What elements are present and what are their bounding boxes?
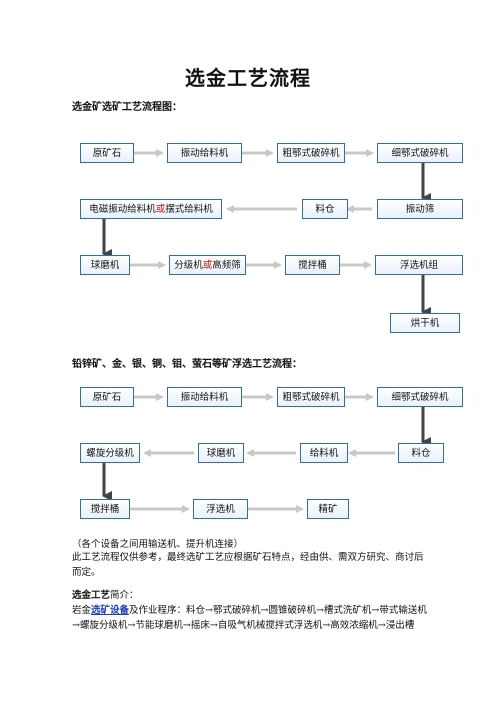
em-feeder-label-a: 电磁振动给料机	[89, 204, 156, 215]
intro-heading: 选金工艺简介：	[72, 588, 432, 603]
intro-heading-rest: 简介：	[110, 590, 139, 601]
intro-heading-bold: 选金工艺	[72, 590, 111, 601]
em-feeder-label-b: 摆式给料机	[165, 204, 213, 215]
box-concentrate: 精矿	[307, 499, 349, 519]
box-fine-jaw-crusher-2: 细鄂式破碎机	[377, 387, 463, 407]
box-ball-mill: 球磨机	[80, 255, 130, 275]
box-fine-jaw-crusher: 细鄂式破碎机	[377, 143, 463, 163]
classifier-label-or: 或	[202, 260, 213, 271]
intro-body: 岩金选矿设备及作业程序：料仓→鄂式破碎机→圆锥破碎机→槽式洗矿机→带式输送机→螺…	[72, 603, 432, 633]
section2-heading: 铅锌矿、金、银、铜、钼、萤石等矿浮选工艺流程：	[72, 359, 302, 370]
box-raw-ore: 原矿石	[80, 143, 134, 163]
classifier-label-b: 高频筛	[212, 260, 241, 271]
note-connection: （各个设备之间用输送机、提升机连接）	[72, 539, 244, 550]
page-title: 选金工艺流程	[185, 66, 311, 90]
box-bin-2: 料仓	[398, 443, 444, 463]
intro-prefix: 岩金	[72, 605, 92, 616]
box-raw-ore-2: 原矿石	[80, 387, 134, 407]
box-feeder: 给料机	[300, 443, 348, 463]
box-coarse-jaw-crusher-2: 粗鄂式破碎机	[277, 387, 345, 407]
box-dryer: 烘干机	[390, 313, 460, 333]
box-flotation-2: 浮选机	[193, 499, 248, 519]
intro-body-text: 及作业程序：料仓→鄂式破碎机→圆锥破碎机→槽式洗矿机→带式输送机→螺旋分级机→节…	[72, 605, 427, 631]
box-ball-mill-2: 球磨机	[198, 443, 244, 463]
box-bin: 料仓	[302, 199, 348, 219]
box-spiral-classifier: 螺旋分级机	[80, 443, 140, 463]
box-flotation-unit: 浮选机组	[375, 255, 463, 275]
box-vibrating-feeder: 振动给料机	[167, 143, 242, 163]
classifier-label-a: 分级机	[174, 260, 203, 271]
section1-heading: 选金矿选矿工艺流程图：	[72, 102, 182, 113]
link-beneficiation-equipment[interactable]: 选矿设备	[91, 605, 130, 616]
em-feeder-label-or: 或	[155, 204, 166, 215]
box-agitator-2: 搅拌桶	[80, 499, 130, 519]
box-vibrating-screen: 振动筛	[377, 199, 463, 219]
box-agitator: 搅拌桶	[285, 255, 340, 275]
note-disclaimer: 此工艺流程仅供参考，最终选矿工艺应根据矿石特点，经由供、需双方研究、商讨后而定。	[72, 552, 424, 578]
box-coarse-jaw-crusher: 粗鄂式破碎机	[277, 143, 345, 163]
box-vibrating-feeder-2: 振动给料机	[167, 387, 242, 407]
box-classifier: 分级机或高频筛	[169, 255, 246, 275]
box-em-feeder: 电磁振动给料机或摆式给料机	[80, 199, 222, 219]
